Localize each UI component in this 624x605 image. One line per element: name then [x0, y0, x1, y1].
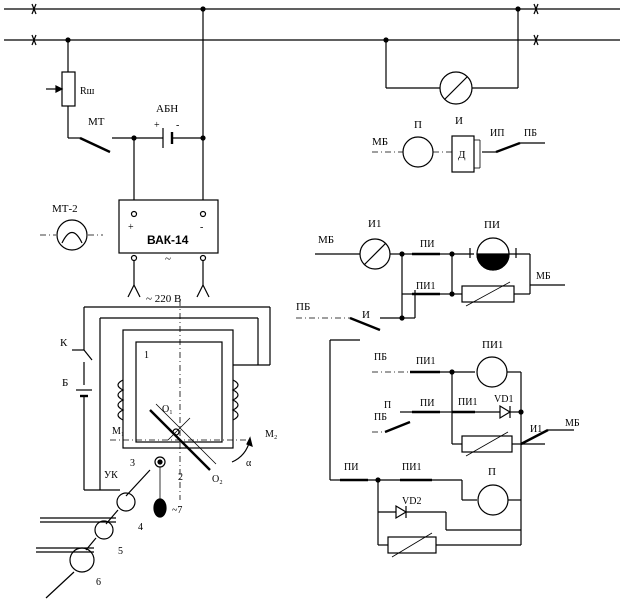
pb-top-label: ПБ — [524, 128, 537, 139]
n4-label: 4 — [138, 522, 143, 533]
pb-low-label: ПБ — [374, 412, 387, 423]
mt-label: МТ — [88, 116, 105, 128]
pi1-bot-label: ПИ1 — [402, 462, 421, 473]
i1-label: И1 — [368, 218, 381, 230]
motor-d-top: МБ П Д И ИП ПБ — [372, 115, 545, 173]
vd2-label: VD2 — [402, 496, 421, 507]
pb-i-row: ПБ И — [296, 290, 416, 480]
vak-ac: ~ — [165, 253, 171, 265]
pi1-contact-label: ПИ1 — [416, 281, 435, 292]
b-label: Б — [62, 377, 68, 389]
n6-label: 6 — [96, 577, 101, 588]
pi-bot-label: ПИ — [344, 462, 358, 473]
i-top-label: И — [455, 115, 463, 127]
i-contact-label: И — [362, 309, 370, 321]
bottom-circuit: ПИ ПИ1 П VD2 — [330, 444, 522, 558]
pi1-lamp-group: ПБ ПИ1 ПИ1 ПИ1 VD1 ПБ П ПИ И1 — [372, 339, 580, 457]
pb-pi1-label: ПБ — [374, 352, 387, 363]
k-label: К — [60, 337, 68, 349]
vak14-label: ВАК-14 — [147, 233, 189, 247]
n5-label: 5 — [118, 546, 123, 557]
pb-mid-label: ПБ — [296, 301, 310, 313]
m1-label: M₁ — [112, 426, 124, 437]
alpha-label: α — [246, 458, 252, 469]
armature: O₁ O₂ M₁ M₂ α 2 ~7 — [112, 403, 277, 518]
n3-label: 3 — [130, 458, 135, 469]
i1-low-label: И1 — [530, 424, 542, 435]
vd1-label: VD1 — [494, 394, 513, 405]
o1-label: O₁ — [162, 404, 173, 415]
shunt-circuit: Rш МТ АБН + - — [46, 9, 206, 200]
abn-plus: + — [154, 120, 160, 131]
mb-low-label: МБ — [565, 418, 580, 429]
sensor-chain: УК 3 4 5 6 — [36, 458, 151, 599]
ip-label: ИП — [490, 128, 504, 139]
pi1-low-label: ПИ1 — [458, 397, 477, 408]
mt2-gauge: МТ-2 — [40, 203, 103, 251]
uk-label: УК — [104, 470, 118, 481]
pi1-c1-label: ПИ1 — [416, 356, 435, 367]
one-label: 1 — [144, 350, 149, 361]
mt2-label: МТ-2 — [52, 203, 78, 215]
abn-label: АБН — [156, 103, 178, 115]
mb-ind-label: МБ — [318, 234, 334, 246]
m2-label: M₂ — [265, 429, 277, 440]
pi1-lamp-label: ПИ1 — [482, 339, 503, 351]
n2-label: 2 — [178, 472, 183, 483]
o2-label: O₂ — [212, 474, 223, 485]
pi-lamp-label: ПИ — [484, 219, 500, 231]
supply-rails — [4, 3, 620, 46]
indicator-mid: МБ И1 ПИ ПИ МБ ПИ1 — [315, 218, 565, 318]
abn-minus: - — [176, 120, 179, 131]
vak-minus: - — [200, 222, 203, 233]
p-motor-label: П — [414, 119, 422, 131]
k-b-circuit: К Б — [60, 337, 120, 491]
pi-contact-label: ПИ — [420, 239, 434, 250]
p-bot-label: П — [488, 466, 496, 478]
mains-label: ~ 220 В — [146, 293, 181, 305]
mb-right-label: МБ — [536, 271, 551, 282]
indicator-top-right — [385, 9, 519, 105]
vak-plus: + — [128, 222, 134, 233]
vak14-block: ВАК-14 + - ~ ~ 220 В — [118, 199, 219, 305]
n7-label: ~7 — [172, 505, 182, 516]
pi-low-label: ПИ — [420, 398, 434, 409]
d-box-label: Д — [458, 149, 466, 161]
p-low-label: П — [384, 400, 391, 411]
r-sh-label: Rш — [80, 86, 95, 97]
mb-motor-label: МБ — [372, 136, 388, 148]
